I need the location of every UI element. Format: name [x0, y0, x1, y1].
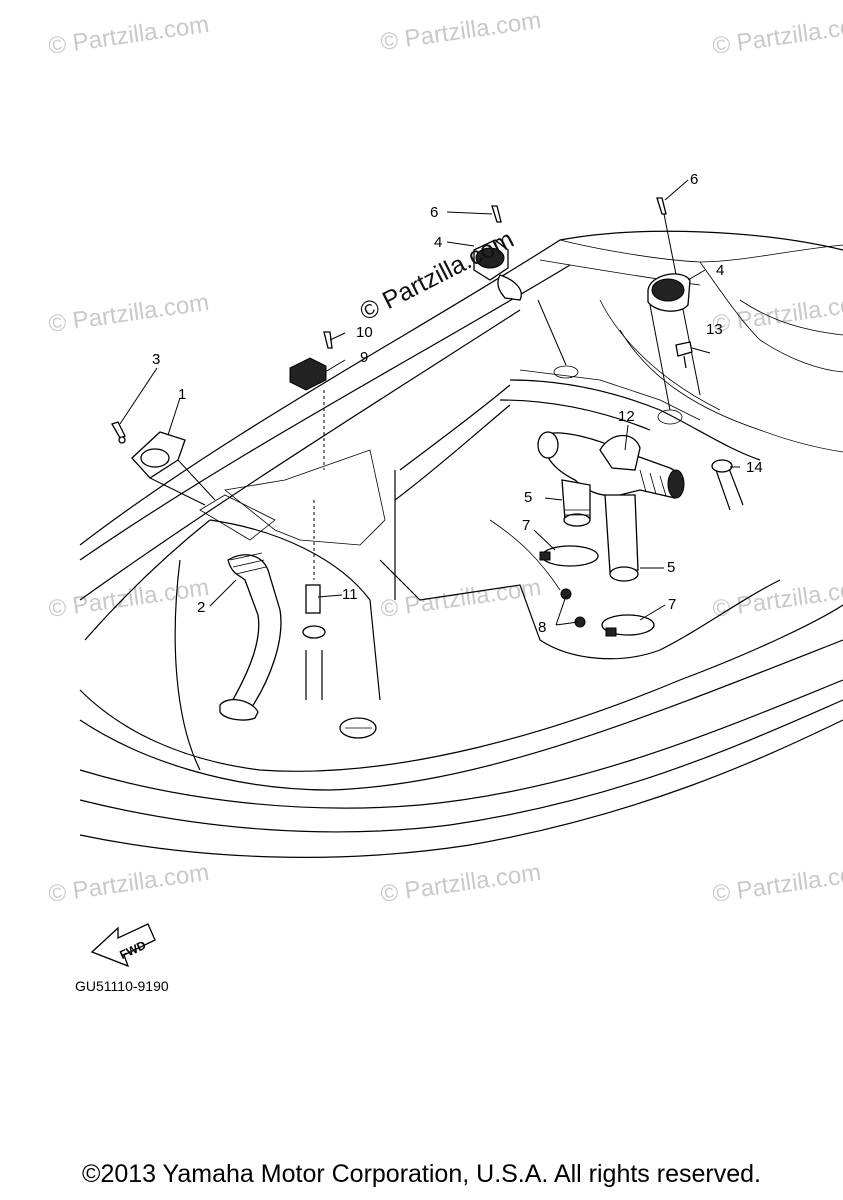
- fwd-arrow: FWD: [90, 923, 156, 968]
- part-13-plug: [675, 341, 693, 369]
- part-4-vent-left: [473, 239, 567, 366]
- part-5-hose-lower: [604, 494, 639, 582]
- part-14-clip: [711, 459, 744, 511]
- callout-4-right: 4: [716, 262, 725, 279]
- hull-outline: [79, 230, 843, 858]
- callout-1: 1: [178, 386, 187, 403]
- callout-9: 9: [360, 349, 369, 366]
- part-9-box: [289, 357, 327, 391]
- part-1-duct-flange: [131, 431, 216, 506]
- callout-13: 13: [706, 321, 723, 338]
- part-4-vent-right: [647, 273, 691, 411]
- callout-10: 10: [356, 324, 373, 341]
- callout-12: 12: [618, 408, 635, 425]
- callout-leaders: [119, 179, 740, 626]
- part-10-rivet: [323, 331, 333, 349]
- callout-5-lower: 5: [667, 559, 676, 576]
- callout-14: 14: [746, 459, 763, 476]
- callout-3: 3: [152, 351, 161, 368]
- part-3-rivet: [111, 421, 126, 444]
- callout-11: 11: [342, 586, 358, 603]
- callout-6-right: 6: [690, 171, 699, 188]
- part-7-band-upper: [539, 545, 599, 567]
- callout-7-upper: 7: [522, 517, 531, 534]
- callout-6-left: 6: [430, 204, 439, 221]
- part-8-screw-upper: [560, 588, 572, 600]
- callout-8: 8: [538, 619, 547, 636]
- part-11-pin: [302, 390, 326, 700]
- callout-2: 2: [197, 599, 206, 616]
- diagram-reference-code: GU51110-9190: [75, 978, 169, 994]
- callout-7-lower: 7: [668, 596, 677, 613]
- part-7-band-lower: [601, 614, 655, 637]
- copyright-notice: ©2013 Yamaha Motor Corporation, U.S.A. A…: [82, 1160, 761, 1188]
- part-2-hose: [219, 552, 282, 721]
- callout-4-left: 4: [434, 234, 443, 251]
- part-5-hose-upper: [561, 479, 591, 527]
- part-6-rivet-left: [491, 205, 502, 223]
- callout-5-upper: 5: [524, 489, 533, 506]
- part-12-tee-pipe: [537, 431, 685, 499]
